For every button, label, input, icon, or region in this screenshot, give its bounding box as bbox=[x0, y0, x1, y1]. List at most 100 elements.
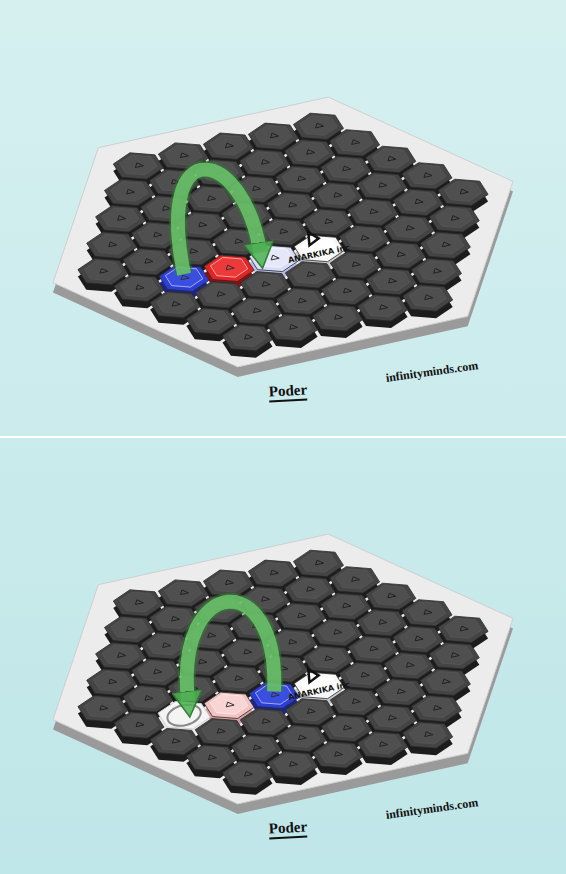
hex-inner bbox=[282, 605, 320, 625]
hex-mark bbox=[397, 689, 405, 694]
hex-mark bbox=[334, 629, 342, 634]
hex-inner bbox=[228, 642, 266, 662]
hex-mark bbox=[290, 762, 298, 767]
board-base bbox=[53, 97, 513, 367]
hex-mark bbox=[424, 173, 432, 178]
hex-top bbox=[158, 580, 208, 606]
hex-mark bbox=[172, 616, 180, 621]
hex-top bbox=[123, 249, 173, 275]
hex-mark bbox=[343, 603, 351, 608]
hex-mark bbox=[335, 752, 343, 757]
hex-inner bbox=[255, 125, 293, 145]
hex-mark bbox=[451, 653, 459, 658]
hex-mark bbox=[118, 653, 126, 658]
hex-mark bbox=[424, 610, 432, 615]
hex-top bbox=[285, 699, 335, 725]
hex-inner bbox=[444, 619, 482, 639]
hex-mark bbox=[460, 189, 468, 194]
hex-top bbox=[403, 285, 453, 311]
hex-mark bbox=[334, 192, 342, 197]
hex-top bbox=[203, 570, 253, 596]
hex-inner bbox=[229, 764, 266, 784]
hex-inner bbox=[247, 711, 285, 731]
hex-inner bbox=[309, 648, 347, 668]
hex-inner bbox=[120, 592, 158, 612]
hex-inner bbox=[372, 149, 409, 169]
hex-mark bbox=[298, 176, 306, 181]
hex-top bbox=[322, 715, 372, 741]
hex-inner bbox=[210, 135, 247, 155]
hex-top bbox=[384, 216, 434, 242]
hex-mark bbox=[190, 249, 198, 254]
hex-mark bbox=[235, 239, 243, 244]
hex-inner bbox=[283, 727, 321, 747]
hex-top bbox=[330, 567, 380, 593]
hex-top bbox=[313, 742, 363, 768]
hex-inner bbox=[427, 671, 464, 691]
hex-inner bbox=[157, 294, 194, 314]
hex-mark bbox=[127, 626, 135, 631]
hex-mark bbox=[181, 275, 189, 280]
hex-mark bbox=[109, 242, 117, 247]
hex-inner bbox=[337, 691, 375, 711]
hex-mark bbox=[298, 613, 306, 618]
hex-top bbox=[87, 669, 137, 695]
hex-top bbox=[195, 282, 245, 308]
hex-mark bbox=[154, 232, 162, 237]
hex-top bbox=[348, 199, 398, 225]
hex-inner bbox=[436, 208, 474, 228]
hex-mark bbox=[109, 679, 117, 684]
hex-inner bbox=[318, 622, 355, 642]
hex-inner bbox=[210, 257, 247, 277]
hex-top bbox=[186, 308, 236, 334]
hex-inner bbox=[93, 234, 131, 254]
hex-top bbox=[113, 590, 163, 616]
hex-top bbox=[105, 616, 155, 642]
hex-mark bbox=[245, 334, 253, 339]
hex-mark bbox=[352, 140, 360, 145]
hex-top bbox=[186, 745, 236, 771]
hex-mark bbox=[352, 699, 360, 704]
hex-top bbox=[96, 206, 146, 232]
hex-inner bbox=[84, 261, 122, 281]
hex-inner bbox=[120, 714, 158, 734]
hex-top bbox=[240, 709, 290, 735]
game-title: Poder bbox=[268, 382, 307, 403]
hex-top bbox=[276, 166, 326, 192]
hex-inner bbox=[318, 185, 355, 205]
hex-top bbox=[330, 130, 380, 156]
hex-top bbox=[294, 113, 344, 139]
hex-inner bbox=[418, 261, 456, 281]
hex-mark bbox=[361, 235, 369, 240]
hex-mark bbox=[316, 560, 324, 565]
hex-top bbox=[312, 620, 362, 646]
hex-mark bbox=[270, 570, 278, 575]
hex-top bbox=[78, 258, 128, 284]
hex-top bbox=[366, 146, 416, 172]
hex-inner bbox=[444, 182, 482, 202]
anarkika-logo bbox=[308, 669, 318, 682]
hex-inner bbox=[409, 287, 447, 307]
hex-mark bbox=[389, 278, 397, 283]
hex-inner bbox=[336, 569, 374, 589]
hex-top bbox=[248, 560, 298, 586]
hex-inner bbox=[382, 244, 420, 264]
hex-mark bbox=[344, 725, 352, 730]
hex-inner bbox=[319, 307, 356, 327]
hex-mark bbox=[136, 285, 144, 290]
hex-mark bbox=[262, 719, 270, 724]
hex-top bbox=[150, 728, 200, 754]
hex-mark bbox=[136, 722, 144, 727]
hex-mark bbox=[307, 587, 315, 592]
hex-mark bbox=[244, 649, 252, 654]
hex-inner bbox=[408, 165, 446, 185]
hex-mark bbox=[344, 288, 352, 293]
hex-top bbox=[393, 626, 443, 652]
hex-inner bbox=[337, 254, 375, 274]
hex-mark bbox=[199, 659, 207, 664]
hex-inner bbox=[364, 297, 402, 317]
hex-inner bbox=[408, 602, 446, 622]
hex-inner bbox=[354, 638, 392, 658]
hex-mark bbox=[253, 186, 261, 191]
